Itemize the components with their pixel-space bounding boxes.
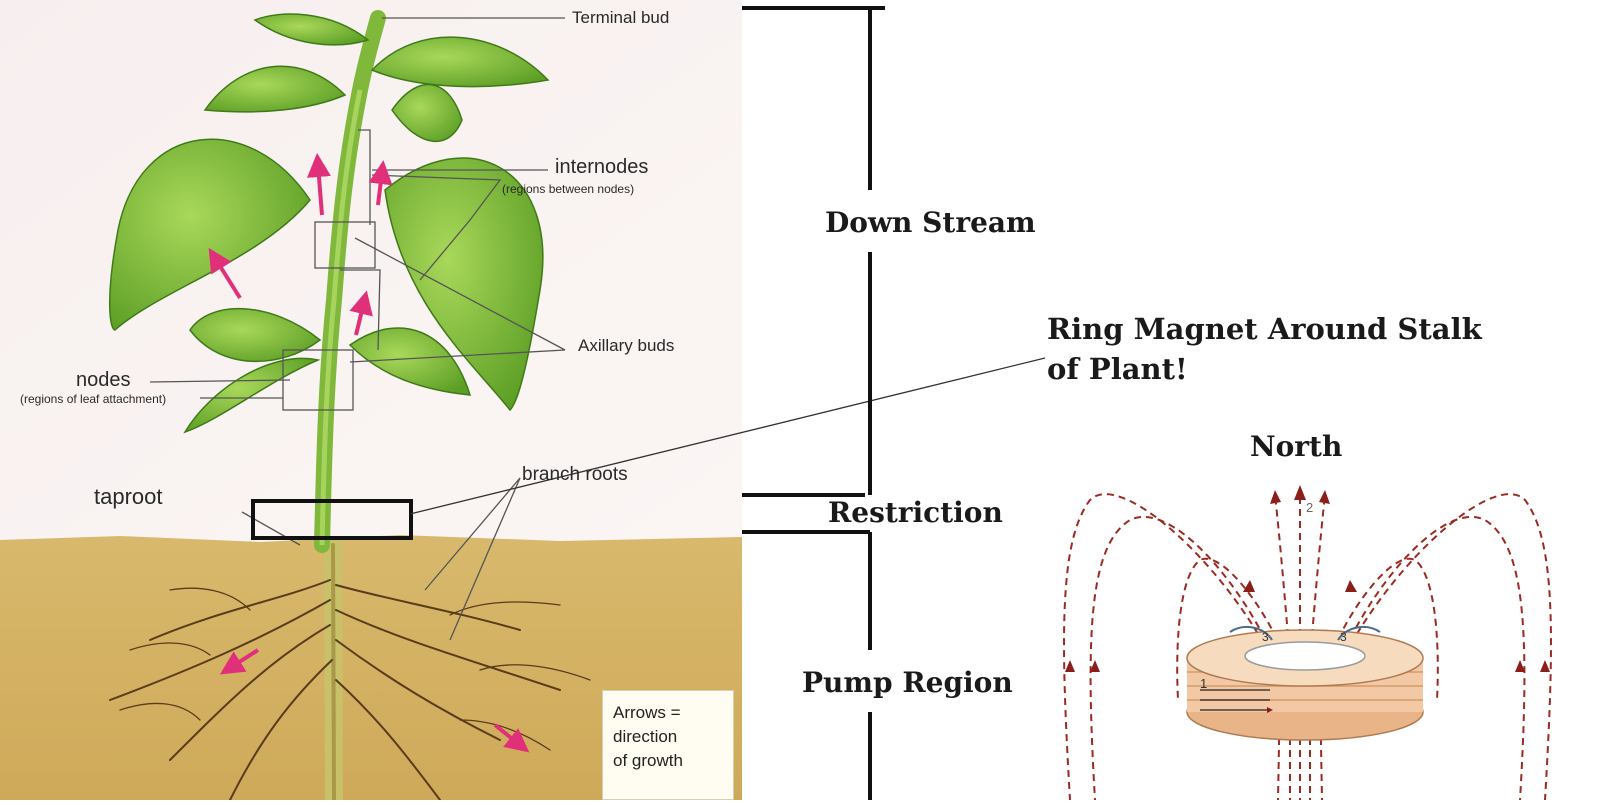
taproot-label: taproot <box>94 484 163 509</box>
branch-roots-label: branch roots <box>522 464 628 485</box>
restriction-label: Restriction <box>828 496 1003 529</box>
down-stream-label: Down Stream <box>825 206 1036 239</box>
ring-magnet <box>1186 625 1424 741</box>
field-number-3-right: 3 <box>1340 630 1347 644</box>
plant-leader-lines <box>149 17 566 641</box>
leaves <box>108 13 550 434</box>
legend-line-2: direction <box>613 727 678 746</box>
plant-panel-background <box>0 0 742 800</box>
axillary-buds-label: Axillary buds <box>578 336 675 355</box>
internodes-label: internodes <box>555 156 649 178</box>
north-label: North <box>1250 430 1343 463</box>
field-number-1: 1 <box>1200 676 1208 691</box>
arrows-legend: Arrows = direction of growth <box>602 690 734 800</box>
terminal-bud-label: Terminal bud <box>572 8 670 27</box>
field-number-2: 2 <box>1306 500 1314 515</box>
ring-magnet-leader <box>409 357 1046 515</box>
restriction-box <box>251 499 413 540</box>
internodes-sublabel: (regions between nodes) <box>502 182 635 196</box>
pump-region-label: Pump Region <box>802 666 1013 699</box>
region-bracket <box>742 6 885 800</box>
ring-magnet-title-line-2: of Plant! <box>1047 352 1188 386</box>
roots <box>109 536 591 805</box>
growth-arrows <box>208 153 530 753</box>
stem <box>314 10 386 553</box>
nodes-label: nodes <box>76 369 131 391</box>
nodes-sublabel: (regions of leaf attachment) <box>20 392 167 406</box>
ring-magnet-title-line-1: Ring Magnet Around Stalk <box>1047 312 1482 346</box>
field-number-3-left: 3 <box>1262 630 1269 644</box>
legend-line-1: Arrows = <box>613 703 681 722</box>
magnet-field-arrows <box>1065 485 1550 672</box>
legend-line-3: of growth <box>613 751 683 770</box>
